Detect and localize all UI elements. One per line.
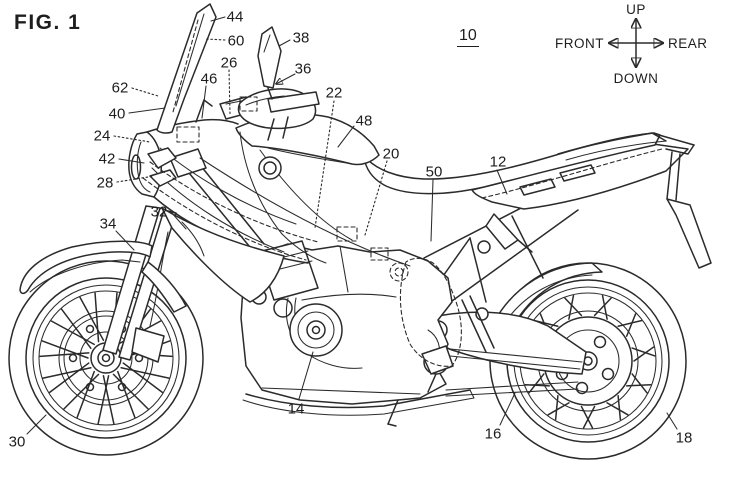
callout-50-label: 50 <box>426 163 443 180</box>
wheel-spoke <box>568 294 575 320</box>
callout-18-label: 18 <box>676 429 693 446</box>
callout-32-leader <box>170 211 187 230</box>
wheel-spoke <box>617 319 643 327</box>
callout-42-leader <box>118 158 145 164</box>
callout-28-label: 28 <box>97 174 114 191</box>
callout-34-label: 34 <box>100 215 117 232</box>
callout-38-leader <box>278 39 291 47</box>
callout-32-label: 32 <box>151 203 168 220</box>
callout-36-leader <box>276 73 296 84</box>
wheel-spoke <box>617 395 622 421</box>
callout-60-leader <box>205 38 226 41</box>
callout-26-label: 26 <box>221 54 238 71</box>
callout-30-label: 30 <box>9 433 26 450</box>
callout-14-label: 14 <box>288 400 305 417</box>
rear-wheel-spokes <box>520 294 656 429</box>
callout-62-label: 62 <box>112 79 129 96</box>
wheel-spoke <box>582 405 596 429</box>
wheel-spoke <box>554 395 559 421</box>
callout-48-label: 48 <box>356 112 373 129</box>
wheel-spoke <box>580 405 594 429</box>
wheel-spoke <box>625 383 652 387</box>
callout-36-label: 36 <box>295 60 312 77</box>
callout-46-leader <box>201 85 207 119</box>
figure-label: FIG. 1 <box>14 11 82 34</box>
callout-20-label: 20 <box>383 145 400 162</box>
callout-44-label: 44 <box>227 8 244 25</box>
wheel-spoke <box>625 313 637 337</box>
orientation-compass: UP DOWN FRONT REAR <box>555 2 708 86</box>
compass-rear-label: REAR <box>668 36 708 51</box>
seat <box>363 132 661 195</box>
callout-30-leader <box>26 414 47 435</box>
callout-26-leader <box>228 69 231 115</box>
main-frame <box>169 148 411 267</box>
wheel-spoke <box>593 297 612 317</box>
callout-44-leader <box>210 16 226 22</box>
wheel-spoke <box>564 297 583 317</box>
callout-16-leader <box>499 392 516 426</box>
wheel-spoke <box>631 373 648 394</box>
callout-14-leader <box>298 351 314 400</box>
callout-40-label: 40 <box>109 105 126 122</box>
callout-48-leader <box>337 125 355 148</box>
callout-16-label: 16 <box>485 425 502 442</box>
lower-fairing-panel <box>161 207 285 303</box>
callout-46-label: 46 <box>201 70 218 87</box>
handlebar-grip <box>267 91 320 113</box>
wheel-spoke <box>631 347 656 357</box>
callout-34-leader <box>115 230 135 251</box>
callout-50-leader <box>430 179 434 242</box>
callout-12-label: 12 <box>490 153 507 170</box>
handlebar-assembly <box>237 87 320 141</box>
callout-42-label: 42 <box>99 150 116 167</box>
wheel-spoke <box>601 294 608 320</box>
wheel-spoke <box>633 346 655 362</box>
callout-20-leader <box>364 160 388 236</box>
vehicle-reference-number: 10 <box>457 27 479 47</box>
callout-12-leader <box>496 169 508 195</box>
wheel-spoke <box>528 373 545 394</box>
rear-rack <box>557 132 712 269</box>
callout-28-leader <box>116 175 155 183</box>
compass-down-label: DOWN <box>614 71 659 86</box>
front-brake-caliper <box>131 327 165 363</box>
callout-40-leader <box>128 107 166 114</box>
hidden-components <box>142 96 462 367</box>
callout-62-leader <box>131 87 159 97</box>
callout-38-label: 38 <box>293 29 310 46</box>
front-fender-beak <box>19 240 187 313</box>
rear-mudflap <box>666 198 712 269</box>
engine <box>240 240 475 427</box>
callout-24-leader <box>113 135 151 143</box>
compass-up-label: UP <box>626 2 646 17</box>
callout-18-leader <box>666 412 678 430</box>
callout-22-leader <box>314 100 335 229</box>
wheel-spoke <box>606 402 629 416</box>
callout-22-label: 22 <box>326 84 343 101</box>
callout-60-label: 60 <box>228 32 245 49</box>
mirror <box>257 26 282 89</box>
compass-front-label: FRONT <box>555 36 604 51</box>
callout-24-label: 24 <box>94 127 111 144</box>
wheel-spoke <box>547 402 570 416</box>
